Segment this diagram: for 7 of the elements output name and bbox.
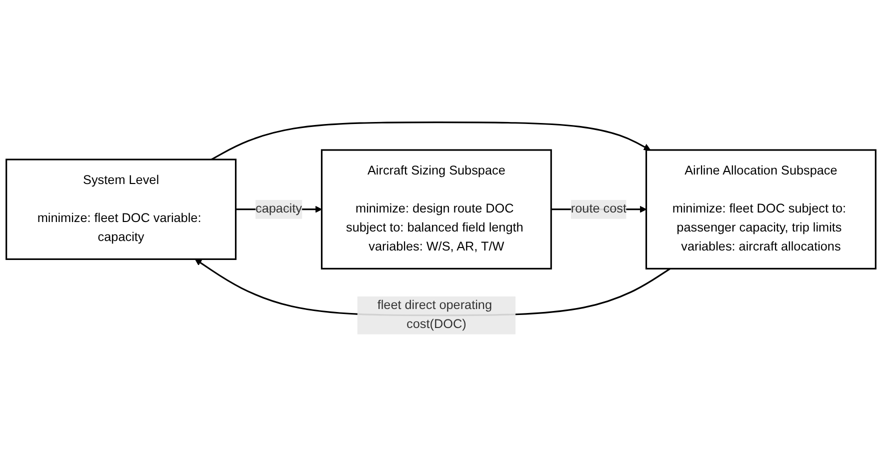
edge-label: fleet direct operating cost(DOC) — [377, 298, 492, 331]
node-box: Aircraft Sizing Subspace minimize: design route DOC subject to: balanced field length variables: W/S, AR, T/W — [320, 148, 552, 270]
edge-label: capacity — [256, 202, 302, 216]
edge-label: route cost — [570, 202, 626, 216]
arrow — [210, 121, 651, 160]
node-box: Airline Allocation Subspace minimize: fleet DOC subject to: passenger capacity, trip limits variables: aircraft allocations — [645, 148, 876, 270]
node-box: System Level minimize: fleet DOC variable: capacity — [6, 158, 237, 260]
